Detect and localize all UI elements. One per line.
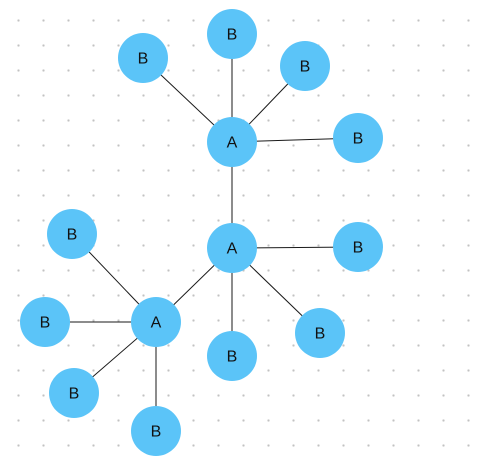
node-label: B — [300, 59, 311, 76]
node-label: B — [227, 27, 238, 44]
node-a3[interactable]: A — [131, 297, 181, 347]
node-a2[interactable]: A — [207, 223, 257, 273]
node-circle — [47, 209, 97, 259]
node-circle — [131, 297, 181, 347]
node-circle — [118, 33, 168, 83]
node-label: B — [353, 240, 364, 257]
node-circle — [333, 113, 383, 163]
node-b10[interactable]: B — [49, 368, 99, 418]
node-b6[interactable]: B — [295, 308, 345, 358]
node-circle — [295, 308, 345, 358]
node-circle — [49, 368, 99, 418]
node-b4[interactable]: B — [333, 113, 383, 163]
node-b7[interactable]: B — [207, 331, 257, 381]
node-circle — [207, 117, 257, 167]
node-label: B — [67, 227, 78, 244]
node-circle — [207, 223, 257, 273]
node-circle — [207, 9, 257, 59]
node-label: B — [69, 386, 80, 403]
node-label: A — [227, 241, 238, 258]
node-label: B — [353, 131, 364, 148]
node-b5[interactable]: B — [333, 222, 383, 272]
node-label: B — [315, 326, 326, 343]
node-b9[interactable]: B — [20, 297, 70, 347]
node-circle — [131, 406, 181, 456]
node-label: B — [138, 51, 149, 68]
node-label: B — [40, 315, 51, 332]
node-circle — [333, 222, 383, 272]
node-a1[interactable]: A — [207, 117, 257, 167]
node-b11[interactable]: B — [131, 406, 181, 456]
node-label: B — [151, 424, 162, 441]
node-b3[interactable]: B — [280, 41, 330, 91]
node-circle — [280, 41, 330, 91]
node-circle — [20, 297, 70, 347]
node-label: A — [227, 135, 238, 152]
node-b2[interactable]: B — [207, 9, 257, 59]
node-label: A — [151, 315, 162, 332]
node-label: B — [227, 349, 238, 366]
node-b1[interactable]: B — [118, 33, 168, 83]
node-b8[interactable]: B — [47, 209, 97, 259]
node-circle — [207, 331, 257, 381]
node-layer: A A A B B B B B B B B B B B — [20, 9, 383, 456]
